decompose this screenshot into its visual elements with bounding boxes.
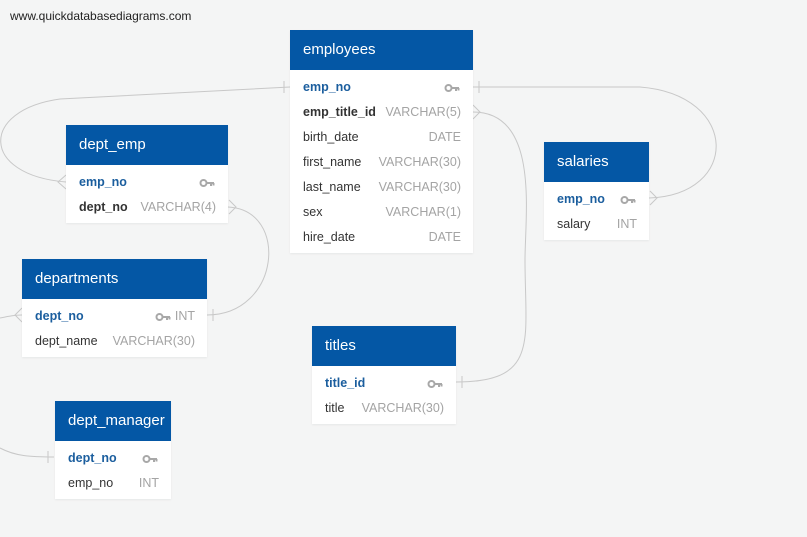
field-name: emp_no bbox=[79, 175, 127, 189]
table-header[interactable]: titles bbox=[312, 326, 456, 366]
link-departments-left bbox=[0, 314, 23, 319]
link-employees-titles bbox=[455, 111, 527, 383]
field-row[interactable]: emp_title_id VARCHAR(5) bbox=[290, 100, 473, 125]
table-dept-manager[interactable]: dept_manager dept_no emp_no INT bbox=[55, 401, 171, 499]
key-icon bbox=[155, 304, 171, 328]
field-row[interactable]: dept_no INT bbox=[22, 304, 207, 329]
field-name: hire_date bbox=[303, 230, 356, 244]
field-type: VARCHAR(5) bbox=[385, 105, 461, 119]
field-name: dept_no bbox=[35, 309, 84, 323]
field-row[interactable]: birth_date DATE bbox=[290, 125, 473, 150]
field-name: dept_no bbox=[79, 200, 128, 214]
field-name: emp_title_id bbox=[303, 105, 376, 119]
link-end-crow bbox=[14, 307, 23, 323]
field-row[interactable]: salary INT bbox=[544, 212, 649, 237]
field-type: VARCHAR(4) bbox=[140, 200, 216, 214]
link-employees-salaries bbox=[473, 86, 717, 199]
field-name: emp_no bbox=[68, 476, 114, 490]
field-row[interactable]: dept_name VARCHAR(30) bbox=[22, 329, 207, 354]
field-type: INT bbox=[616, 217, 637, 231]
field-row[interactable]: hire_date DATE bbox=[290, 225, 473, 250]
field-name: title bbox=[325, 401, 345, 415]
link-end-crow bbox=[472, 104, 481, 120]
field-row[interactable]: first_name VARCHAR(30) bbox=[290, 150, 473, 175]
field-type: DATE bbox=[428, 230, 461, 244]
field-name: birth_date bbox=[303, 130, 359, 144]
link-employees-dept-emp bbox=[0, 86, 291, 183]
table-header[interactable]: employees bbox=[290, 30, 473, 70]
key-icon bbox=[427, 371, 443, 395]
link-end-crow bbox=[228, 199, 237, 215]
field-row[interactable]: dept_no bbox=[55, 446, 171, 471]
field-row[interactable]: emp_no INT bbox=[55, 471, 171, 496]
field-row[interactable]: emp_no bbox=[544, 187, 649, 212]
key-icon bbox=[620, 187, 636, 211]
field-type: VARCHAR(30) bbox=[378, 180, 461, 194]
field-name: last_name bbox=[303, 180, 361, 194]
table-departments[interactable]: departments dept_no INT dept_name VARCHA… bbox=[22, 259, 207, 357]
field-row[interactable]: emp_no bbox=[290, 75, 473, 100]
field-name: dept_name bbox=[35, 334, 98, 348]
field-row[interactable]: title VARCHAR(30) bbox=[312, 396, 456, 421]
key-icon bbox=[444, 75, 460, 99]
field-type: VARCHAR(30) bbox=[378, 155, 461, 169]
key-icon bbox=[199, 170, 215, 194]
table-header[interactable]: dept_manager bbox=[55, 401, 171, 441]
table-salaries[interactable]: salaries emp_no salary INT bbox=[544, 142, 649, 240]
field-row[interactable]: title_id bbox=[312, 371, 456, 396]
key-icon bbox=[142, 446, 158, 470]
field-type: VARCHAR(1) bbox=[385, 205, 461, 219]
link-dept-emp-departments bbox=[206, 206, 270, 316]
table-header[interactable]: dept_emp bbox=[66, 125, 228, 165]
field-name: emp_no bbox=[557, 192, 605, 206]
field-type: VARCHAR(30) bbox=[361, 401, 444, 415]
link-end-crow bbox=[57, 174, 67, 190]
field-type: INT bbox=[138, 476, 159, 490]
field-name: first_name bbox=[303, 155, 362, 169]
field-name: dept_no bbox=[68, 451, 117, 465]
link-end-crow bbox=[649, 190, 658, 206]
field-type: DATE bbox=[428, 130, 461, 144]
table-titles[interactable]: titles title_id title VARCHAR(30) bbox=[312, 326, 456, 424]
table-header[interactable]: departments bbox=[22, 259, 207, 299]
field-row[interactable]: emp_no bbox=[66, 170, 228, 195]
link-dept-manager-left bbox=[0, 447, 55, 458]
field-type: INT bbox=[174, 309, 195, 323]
field-row[interactable]: dept_no VARCHAR(4) bbox=[66, 195, 228, 220]
field-row[interactable]: sex VARCHAR(1) bbox=[290, 200, 473, 225]
field-name: salary bbox=[557, 217, 591, 231]
field-type: VARCHAR(30) bbox=[112, 334, 195, 348]
field-row[interactable]: last_name VARCHAR(30) bbox=[290, 175, 473, 200]
watermark-text: www.quickdatabasediagrams.com bbox=[10, 9, 192, 23]
field-name: emp_no bbox=[303, 80, 351, 94]
table-dept-emp[interactable]: dept_emp emp_no dept_no VARCHAR(4) bbox=[66, 125, 228, 223]
field-name: sex bbox=[303, 205, 323, 219]
table-header[interactable]: salaries bbox=[544, 142, 649, 182]
field-name: title_id bbox=[325, 376, 366, 390]
table-employees[interactable]: employees emp_no emp_title_id VARCHAR(5)… bbox=[290, 30, 473, 253]
